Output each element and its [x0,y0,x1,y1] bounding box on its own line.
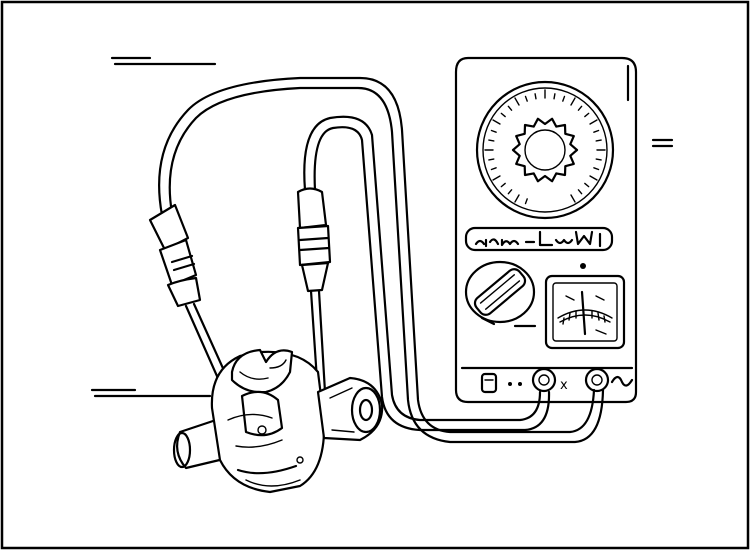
dial-ring [475,80,615,220]
dial-tick [488,139,495,142]
dial-tick [507,189,513,195]
lead-b-inner [313,126,551,432]
selector-knob-grip [473,268,527,316]
connector-socket [358,398,374,422]
dial-tick [534,93,537,100]
terminal-dot-1 [508,382,512,386]
range-strip-script [474,230,602,248]
terminal-separator: x [560,378,568,393]
tester-unit: x [454,56,638,404]
terminal-right-jack [584,367,610,393]
probe-right-handle [296,224,332,267]
dial-tick [492,175,501,181]
component-flange [236,464,298,475]
lead-b-outer [303,115,542,422]
terminal-left[interactable] [531,367,557,393]
dial-tick-marks [484,89,606,205]
dial-tick [507,105,513,111]
dial-tick [492,119,501,125]
gauge-needle [580,290,587,336]
dial-tick [514,97,520,106]
dial-tick [524,95,528,102]
component-under-test [172,348,384,494]
dial-tick [589,119,598,125]
dial-tick [500,112,506,118]
dial-tick [562,95,566,102]
leader-lines [90,56,674,398]
dial-tick [589,175,598,181]
terminal-right[interactable] [584,367,610,393]
dial-tick [577,105,583,111]
dial-tick [553,93,556,100]
gauge-scale-ticks [562,310,606,325]
probe-right-shaft-2 [317,289,327,394]
gauge-indicator-dot [580,263,586,269]
terminal-left-jack [531,367,557,393]
dial-tick [570,194,576,203]
probe-right-collar [300,261,330,293]
dial-tick [584,112,590,118]
dial-hub [524,129,566,171]
selector-knob[interactable] [464,260,537,328]
probe-right-boot [296,187,328,230]
ac-wave-icon [610,375,634,387]
shaft-end [172,431,192,469]
dial-tick [577,189,583,195]
analog-gauge [544,263,626,350]
dial-tick [500,182,506,188]
probe-left-boot [148,203,190,252]
lead-a-inner [168,86,605,444]
dial-tick [524,198,528,205]
dial-tick [584,182,590,188]
dial-gear-knob [511,117,579,183]
connector-face [350,386,382,434]
probe-left-collar [166,276,202,308]
test-leads [158,76,605,444]
dial-tick [490,129,497,133]
component-clamp [240,390,284,437]
dial-ring-inner [482,87,608,213]
terminal-panel: x [480,367,634,394]
dial-tick [490,167,497,171]
probe-left-handle [158,238,198,287]
battery-icon [480,372,498,394]
dial-tick [488,158,495,161]
lead-a-outer [158,76,596,434]
dial-tick [595,158,602,161]
range-strip [464,226,614,252]
dial-tick [593,167,600,171]
dial-tick [595,139,602,142]
dial-tick [593,129,600,133]
gauge-scale-arc [557,309,613,319]
dial-tick [570,97,576,106]
terminal-dot-2 [518,382,522,386]
gauge-frame [544,274,626,350]
dial-tick [514,194,520,203]
range-strip-outline [464,226,614,252]
gauge-window [552,282,618,342]
dial [475,80,615,220]
gauge-marks [565,295,607,335]
